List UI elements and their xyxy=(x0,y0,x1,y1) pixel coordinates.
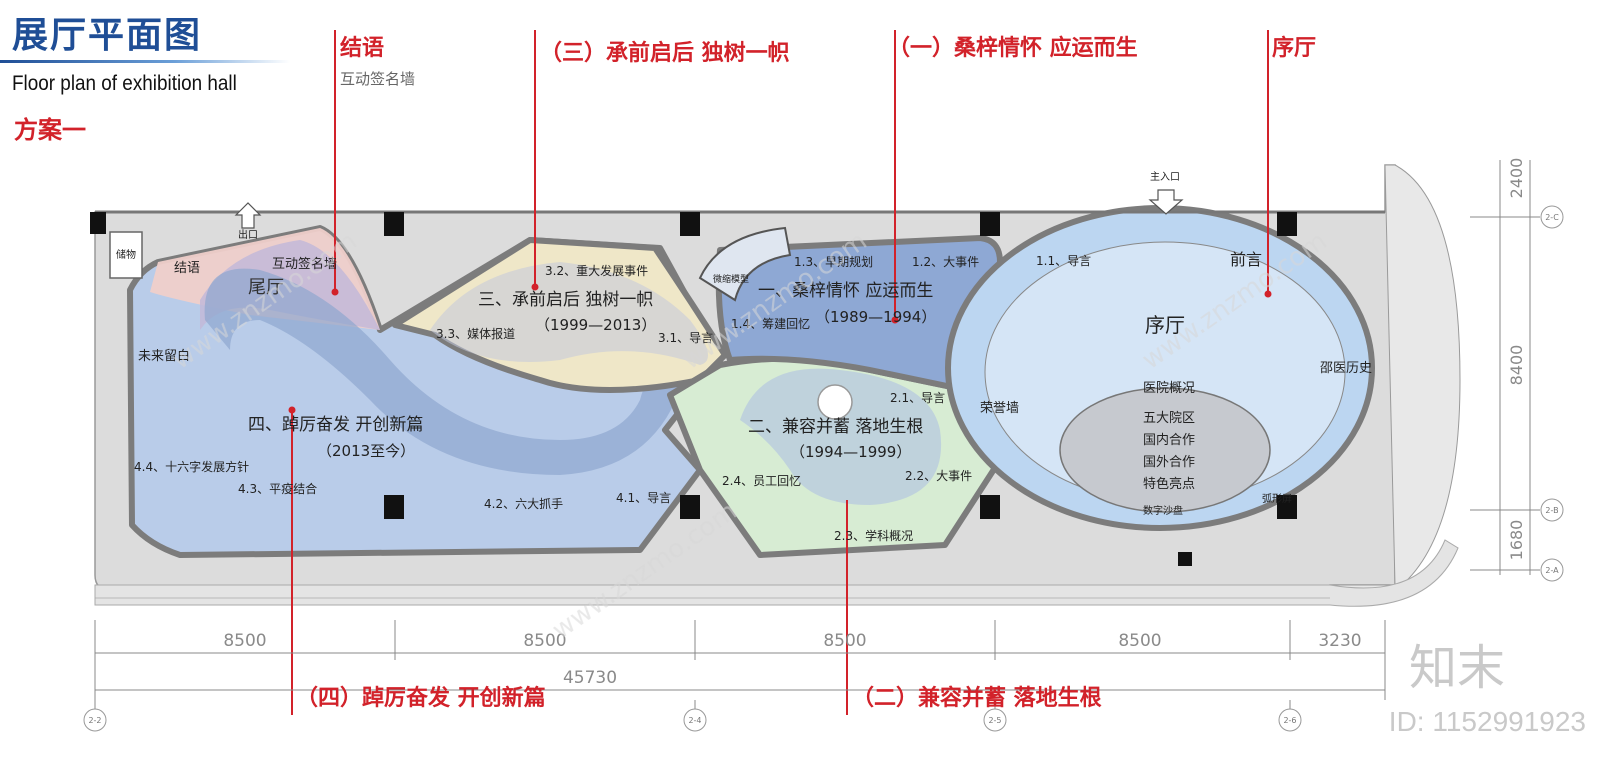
sec2-4-label: 2.4、员工回忆 xyxy=(722,474,801,488)
exit-label: 出口 xyxy=(238,228,258,241)
sec2-title: 二、兼容并蓄 落地生根 xyxy=(748,417,923,437)
lobby-item-4: 国外合作 xyxy=(1143,455,1195,470)
watermark-brand: 知末 xyxy=(1408,640,1505,696)
sec2-1-label: 2.1、导言 xyxy=(890,391,945,405)
exit-arrow-icon xyxy=(234,202,262,229)
arc-screen-label: 弧形屏 xyxy=(1262,492,1292,505)
sec3-1-label: 3.1、导言 xyxy=(658,331,713,345)
storage-room xyxy=(109,231,143,279)
callout-lobby: 序厅 xyxy=(1272,36,1317,61)
bottom-edge-band xyxy=(94,539,1459,607)
sec1-1-label: 1.1、导言 xyxy=(1036,254,1091,268)
sec2-years: （1994—1999） xyxy=(790,443,911,461)
honor-wall-label: 荣誉墙 xyxy=(980,401,1019,416)
sec4-years: （2013至今） xyxy=(317,442,415,460)
zone-section2-loop xyxy=(740,368,942,505)
scheme-label: 方案一 xyxy=(14,116,86,144)
signwall-plan-label: 互动签名墙 xyxy=(272,256,337,272)
future-label: 未来留白 xyxy=(138,348,190,364)
dim-right-3: 1680 xyxy=(1507,520,1526,561)
title-underline xyxy=(0,60,290,63)
sec4-1-label: 4.1、导言 xyxy=(616,491,671,505)
axis-label-2-2: 2-2 xyxy=(88,716,101,725)
callout-part2: （二）兼容并蓄 落地生根 xyxy=(852,686,1102,711)
sec1-title: 一、桑梓情怀 应运而生 xyxy=(758,281,933,301)
axis-label-2-4: 2-4 xyxy=(688,716,701,725)
callout-closing-sub: 互动签名墙 xyxy=(340,70,416,88)
lobby-sandtable-ellipse xyxy=(1059,387,1271,513)
sandtable-label: 数字沙盘 xyxy=(1143,504,1183,517)
sec2-2-label: 2.2、大事件 xyxy=(905,469,972,483)
closing-plan-label: 结语 xyxy=(174,261,200,276)
sec4-title: 四、踔厉奋发 开创新篇 xyxy=(248,415,423,435)
dim-span-3: 8500 xyxy=(823,631,866,651)
zone-section1 xyxy=(715,235,1003,398)
page-subtitle-en: Floor plan of exhibition hall xyxy=(12,72,237,95)
dim-right-1: 2400 xyxy=(1507,158,1526,199)
sec1-years: （1989—1994） xyxy=(815,308,936,326)
lobby-item-3: 国内合作 xyxy=(1143,432,1195,448)
sec4-2-label: 4.2、六大抓手 xyxy=(484,497,563,511)
axis-label-2-6: 2-6 xyxy=(1283,716,1296,725)
dim-total: 45730 xyxy=(563,668,617,688)
curved-display-wall xyxy=(698,226,792,302)
sec4-3-label: 4.3、平疫结合 xyxy=(238,481,317,496)
lobby-item-5: 特色亮点 xyxy=(1143,476,1195,492)
callout-part1: （一）桑梓情怀 应运而生 xyxy=(888,36,1138,61)
mini-display-label: 微缩模型 xyxy=(713,273,749,285)
callout-part4: （四）踔厉奋发 开创新篇 xyxy=(296,686,546,711)
dim-span-2: 8500 xyxy=(523,631,566,651)
zone-section3-inner xyxy=(430,262,708,365)
callout-closing: 结语 xyxy=(340,36,385,61)
page-title: 展厅平面图 xyxy=(12,15,203,56)
sec3-title: 三、承前启后 独树一帜 xyxy=(478,290,653,310)
axis-label-2-c: 2-C xyxy=(1545,213,1559,222)
storage-label: 储物 xyxy=(116,248,136,261)
callout-lines xyxy=(291,30,1269,715)
structural-columns xyxy=(90,212,1297,566)
dim-span-1: 8500 xyxy=(223,631,266,651)
preface-label: 前言 xyxy=(1230,250,1262,269)
center-column-circle xyxy=(817,384,853,420)
axis-label-2-a: 2-A xyxy=(1545,566,1559,575)
sec3-2-label: 3.2、重大发展事件 xyxy=(545,263,648,278)
lobby-item-1: 医院概况 xyxy=(1143,381,1195,396)
sec3-years: （1999—2013） xyxy=(535,316,656,334)
axis-markers xyxy=(83,205,1564,732)
axis-label-2-5: 2-5 xyxy=(988,716,1001,725)
watermark-id: ID: 1152991923 xyxy=(1388,706,1586,737)
axis-label-2-b: 2-B xyxy=(1545,506,1558,515)
lobby-item-2: 五大院区 xyxy=(1143,411,1195,426)
serpentine-path-band xyxy=(204,268,721,475)
sec3-3-label: 3.3、媒体报道 xyxy=(436,326,515,341)
dim-span-5: 3230 xyxy=(1318,631,1361,651)
dim-span-4: 8500 xyxy=(1118,631,1161,651)
callout-part3: （三）承前启后 独树一帜 xyxy=(540,41,790,66)
entrance-label: 主入口 xyxy=(1150,171,1180,183)
sec1-4-label: 1.4、筹建回忆 xyxy=(731,317,810,331)
entrance-arrow-icon xyxy=(1148,189,1184,215)
dimension-lines xyxy=(94,160,1540,712)
sec4-4-label: 4.4、十六字发展方针 xyxy=(134,459,249,474)
dim-right-2: 8400 xyxy=(1507,345,1526,386)
sec1-2-label: 1.2、大事件 xyxy=(912,255,979,269)
tail-hall-label: 尾厅 xyxy=(248,277,284,298)
lobby-plan-label: 序厅 xyxy=(1145,313,1185,337)
sec2-3-label: 2.3、学科概况 xyxy=(834,528,913,543)
sec1-3-label: 1.3、早期规划 xyxy=(794,254,873,269)
history-label: 邵医历史 xyxy=(1320,361,1372,376)
callout-dots xyxy=(288,283,1272,414)
